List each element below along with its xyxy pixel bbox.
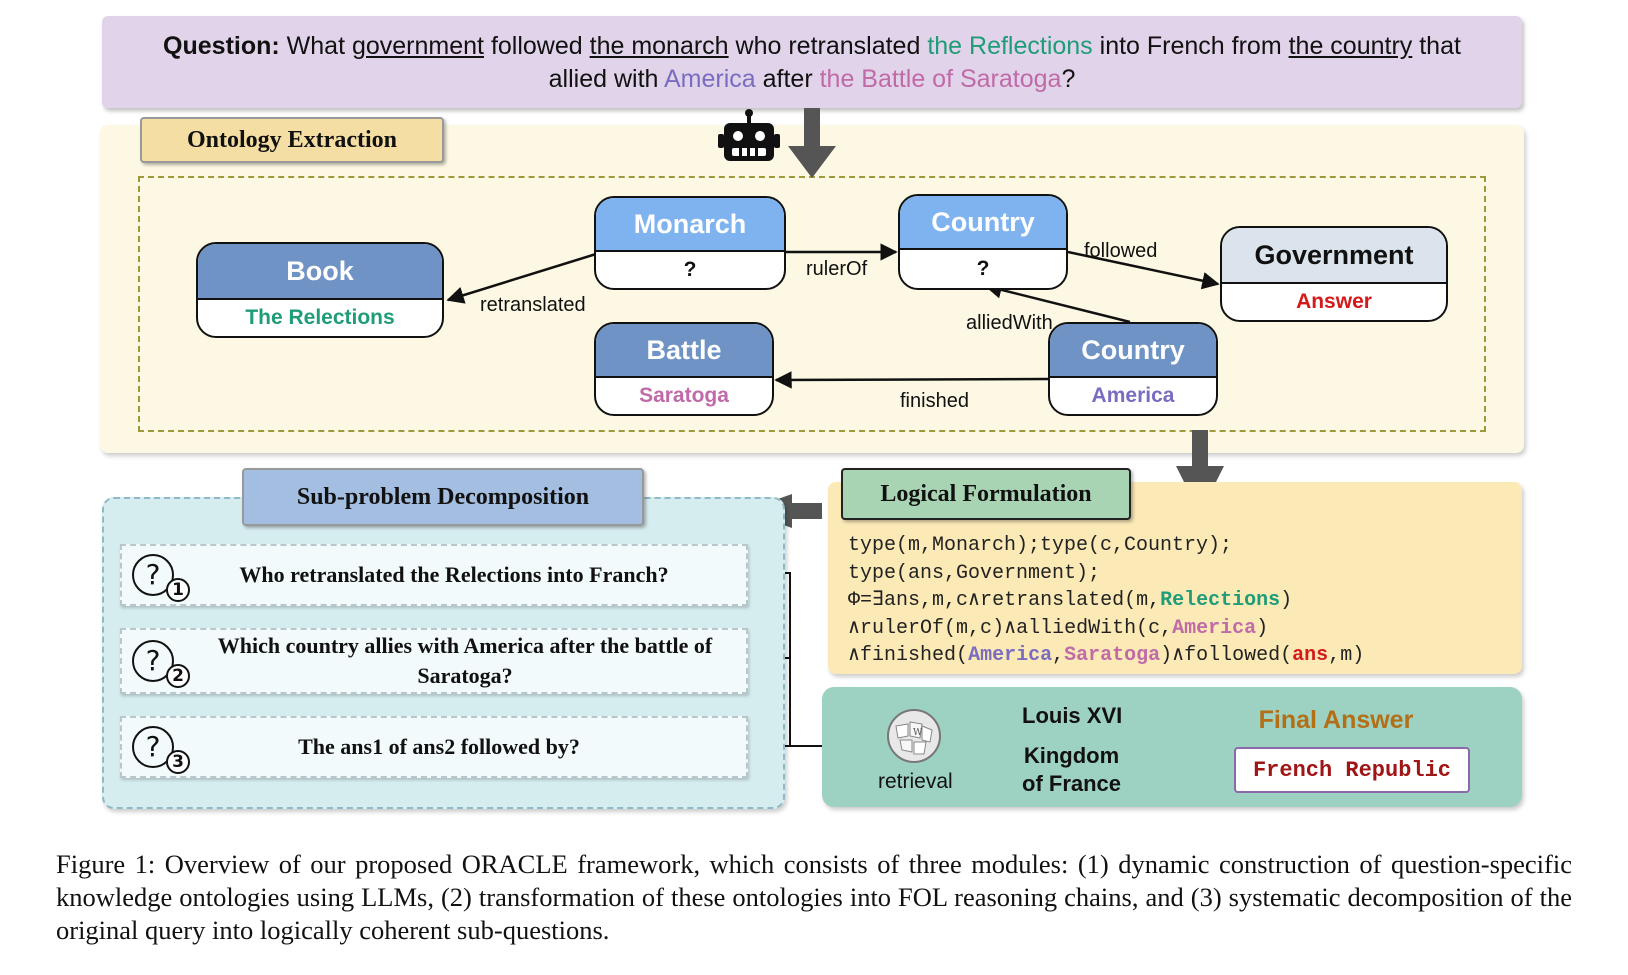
node-monarch-value: ? — [683, 258, 697, 281]
formula-text: ) — [1280, 589, 1293, 612]
question-reflections: the Reflections — [927, 32, 1093, 60]
formula-text: ∧rulerOf(m,c)∧alliedWith(c, — [848, 616, 1173, 640]
retrieval-label: retrieval — [878, 770, 953, 793]
figure-caption: Figure 1: Overview of our proposed ORACL… — [56, 849, 1572, 945]
formula-text: ∧finished( — [848, 644, 969, 667]
formula-entity: America — [968, 644, 1053, 667]
node-country-bottom-type: Country — [1050, 324, 1216, 378]
sub-question: ? 1 Who retranslated the Relections into… — [120, 544, 748, 606]
question-text: What — [279, 32, 352, 60]
sub-question: ? 3 The ans1 of ans2 followed by? — [120, 716, 748, 778]
question-circle-icon: ? — [132, 640, 174, 682]
question-text: ? — [1061, 65, 1076, 93]
logic-formula: type(m,Monarch);type(c,Country); type(an… — [848, 532, 1364, 670]
node-battle-value: Saratoga — [639, 384, 729, 407]
formula-text: )∧followed( — [1160, 644, 1293, 667]
question-text: allied with — [548, 65, 664, 93]
logic-title: Logical Formulation — [841, 468, 1131, 520]
decomposition-title: Sub-problem Decomposition — [242, 468, 644, 526]
sub-question: ? 2 Which country allies with America af… — [120, 628, 748, 694]
question-text: who retranslated — [728, 32, 928, 60]
sub-question-number: 1 — [166, 578, 190, 602]
formula-entity: Relections — [1160, 589, 1281, 612]
node-monarch: Monarch ? — [594, 196, 786, 290]
wikipedia-globe-icon: W — [887, 709, 941, 763]
final-answer-value: French Republic — [1234, 747, 1470, 793]
svg-text:W: W — [913, 728, 923, 738]
formula-line: type(m,Monarch);type(c,Country); — [848, 534, 1233, 557]
retrieval-result-kingdom: Kingdom of France — [1022, 742, 1121, 798]
robot-icon — [718, 109, 780, 161]
edge-label-followed: followed — [1084, 240, 1158, 262]
edge-finished — [774, 371, 1049, 389]
retrieval-result-line: of France — [1022, 771, 1122, 796]
formula-text: ) — [1256, 616, 1269, 640]
node-battle-type: Battle — [596, 324, 772, 378]
question-circle-icon: ? — [132, 726, 174, 768]
edge-label-alliedwith: alliedWith — [966, 312, 1053, 334]
question-banner: Question: What government followed the m… — [102, 16, 1522, 108]
final-answer-label: Final Answer — [1258, 706, 1414, 734]
node-government-type: Government — [1222, 228, 1446, 284]
sub-question-number: 3 — [166, 750, 190, 774]
node-country-top: Country ? — [898, 194, 1068, 290]
question-government: government — [351, 32, 484, 60]
edge-label-finished: finished — [900, 390, 969, 412]
question-text: after — [755, 65, 820, 93]
sub-question-number: 2 — [166, 664, 190, 688]
node-government-value: Answer — [1296, 290, 1372, 313]
edge-alliedwith — [984, 281, 1131, 324]
node-book-type: Book — [198, 244, 442, 300]
edge-label-rulerof: rulerOf — [806, 258, 868, 280]
node-book-value: The Relections — [245, 306, 395, 329]
sub-question-text: Which country allies with America after … — [217, 633, 713, 688]
node-country-bottom-value: America — [1091, 384, 1175, 407]
formula-text: Φ=∃ans,m,c∧retranslated(m, — [848, 589, 1161, 612]
sub-question-text: The ans1 of ans2 followed by? — [298, 734, 580, 759]
formula-entity: America — [1172, 616, 1257, 640]
formula-entity: Saratoga — [1064, 644, 1161, 667]
node-monarch-type: Monarch — [596, 198, 784, 252]
question-america: America — [664, 65, 756, 93]
question-text: into French from — [1092, 32, 1289, 60]
question-label: Question: — [163, 32, 280, 60]
question-circle-icon: ? — [132, 554, 174, 596]
retrieval-result-louis: Louis XVI — [1022, 703, 1123, 728]
question-country: the country — [1288, 32, 1413, 60]
node-country-bottom: Country America — [1048, 322, 1218, 416]
node-book: Book The Relections — [196, 242, 444, 338]
sub-question-text: Who retranslated the Relections into Fra… — [239, 562, 669, 587]
question-saratoga: the Battle of Saratoga — [819, 65, 1062, 93]
flow-arrow-down — [788, 108, 836, 178]
edge-followed — [1067, 250, 1220, 290]
formula-entity: ans — [1292, 644, 1329, 667]
retrieval-result-line: Kingdom — [1023, 743, 1120, 768]
question-monarch: the monarch — [589, 32, 729, 60]
node-country-top-type: Country — [900, 196, 1066, 250]
edge-retranslated — [446, 252, 597, 304]
edge-label-retranslated: retranslated — [480, 294, 586, 316]
ontology-title: Ontology Extraction — [140, 117, 444, 163]
question-text: that — [1412, 32, 1461, 60]
node-government: Government Answer — [1220, 226, 1448, 322]
node-battle: Battle Saratoga — [594, 322, 774, 416]
question-text: followed — [484, 32, 590, 60]
node-country-top-value: ? — [976, 257, 990, 280]
formula-text: , — [1052, 644, 1065, 667]
formula-text: ,m) — [1328, 644, 1365, 667]
formula-line: type(ans,Government); — [848, 561, 1101, 585]
